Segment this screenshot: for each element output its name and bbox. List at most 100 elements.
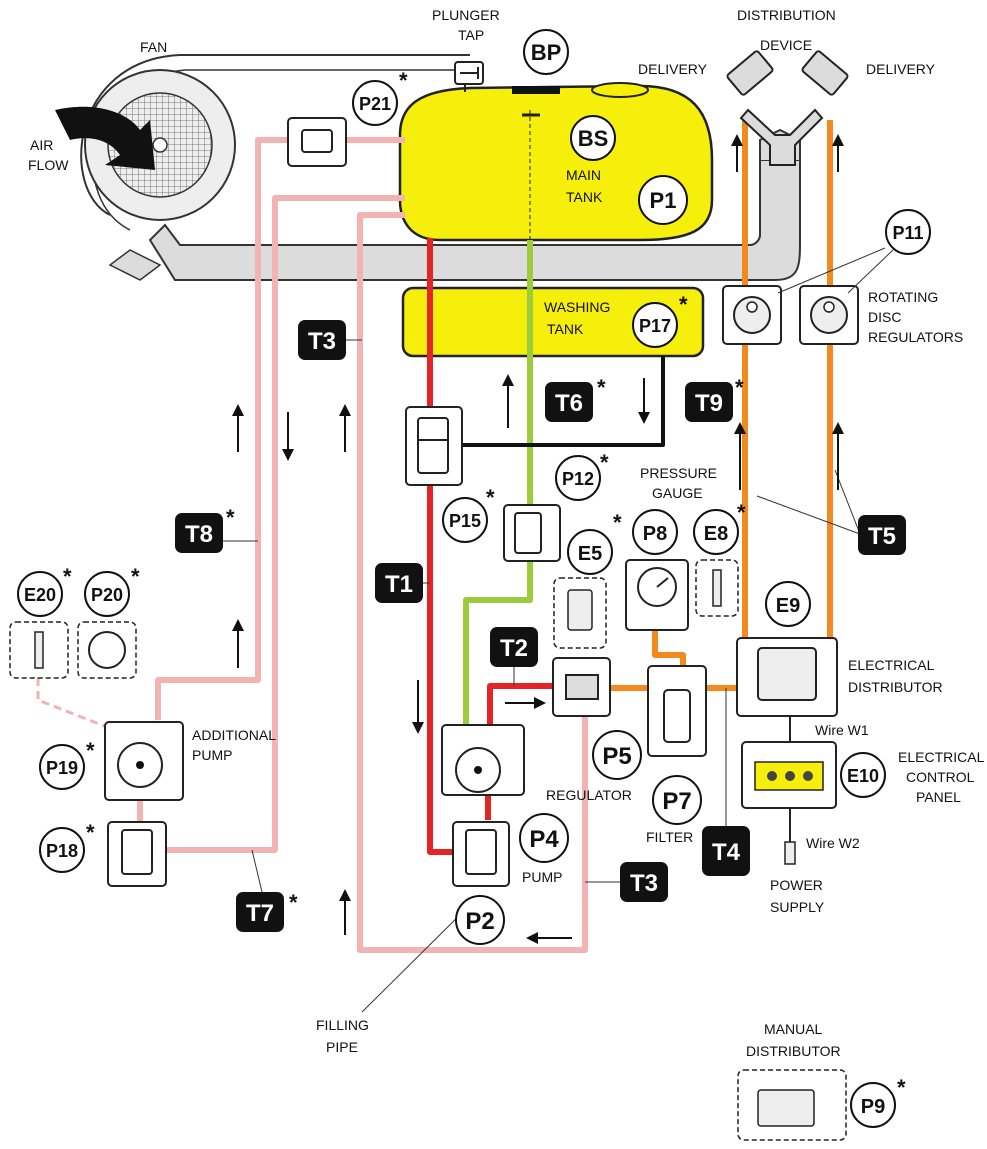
svg-text:T3: T3: [630, 870, 658, 897]
svg-text:P19: P19: [46, 758, 78, 778]
svg-text:T3: T3: [308, 328, 336, 355]
svg-text:P1: P1: [650, 188, 677, 213]
air-flow-label: AIR: [30, 137, 53, 153]
manual-distributor-label: MANUAL: [764, 1021, 823, 1037]
svg-text:P2: P2: [465, 908, 494, 935]
tag-t9: T9: [685, 382, 733, 422]
tag-leader-lines: [223, 339, 727, 893]
tag-t3-bottom: T3: [620, 862, 668, 902]
svg-text:P9: P9: [861, 1096, 885, 1118]
svg-text:P8: P8: [643, 523, 667, 545]
tag-t4: T4: [702, 826, 750, 876]
filling-pipe-label: FILLING: [316, 1017, 369, 1033]
electrical-control-label-3: PANEL: [916, 789, 961, 805]
callout-e10: E10: [840, 752, 886, 798]
tag-t5: T5: [858, 515, 906, 555]
washing-tank: [401, 286, 705, 358]
electrical-control-label: ELECTRICAL: [898, 749, 985, 765]
tag-t2: T2: [490, 627, 538, 667]
pump-label: PUMP: [522, 869, 562, 885]
rotating-label-3: REGULATORS: [868, 329, 963, 345]
p21-component: [287, 117, 347, 167]
regulator-label: REGULATOR: [546, 787, 632, 803]
svg-text:P20: P20: [91, 585, 123, 605]
p7-filter: [647, 665, 707, 757]
callout-p7: P7: [652, 775, 702, 825]
p5-regulator: [552, 657, 611, 717]
svg-text:*: *: [597, 375, 606, 400]
power-supply-label: POWER: [770, 877, 823, 893]
svg-text:*: *: [86, 738, 95, 763]
delivery-right-label: DELIVERY: [866, 61, 936, 77]
svg-text:E5: E5: [578, 543, 602, 565]
svg-text:*: *: [613, 510, 622, 535]
callout-p12: P12: [555, 455, 601, 501]
electrical-control-label-2: CONTROL: [906, 769, 975, 785]
svg-text:P4: P4: [529, 826, 559, 853]
distribution-device-label: DISTRIBUTION: [737, 7, 836, 23]
svg-text:P15: P15: [449, 511, 481, 531]
svg-text:BP: BP: [531, 40, 562, 65]
svg-text:*: *: [737, 500, 746, 525]
callout-p19: P19: [39, 744, 85, 790]
callout-p18: P18: [39, 827, 85, 873]
svg-text:*: *: [399, 68, 408, 93]
e10-control-panel: [741, 741, 837, 809]
air-flow-label-2: FLOW: [28, 157, 69, 173]
distribution-device-label-2: DEVICE: [760, 37, 812, 53]
callout-p21: P21: [352, 80, 398, 126]
manual-distributor-label-2: DISTRIBUTOR: [746, 1043, 841, 1059]
svg-text:T7: T7: [246, 900, 274, 927]
power-supply-plug: [784, 716, 796, 865]
additional-pump-label-2: PUMP: [192, 747, 232, 763]
callout-bp: BP: [523, 29, 569, 75]
callout-p1: P1: [638, 175, 688, 225]
washing-tank-label-2: TANK: [547, 321, 584, 337]
tag-t1: T1: [375, 563, 423, 603]
e20-sensor: [9, 621, 69, 679]
svg-text:E8: E8: [704, 523, 728, 545]
wire-w2-label: Wire W2: [806, 835, 860, 851]
power-supply-label-2: SUPPLY: [770, 899, 825, 915]
svg-text:*: *: [600, 450, 609, 475]
svg-text:E10: E10: [847, 766, 879, 786]
electrical-distributor-label-2: DISTRIBUTOR: [848, 679, 943, 695]
callout-p9: P9: [850, 1082, 896, 1128]
rotating-label: ROTATING: [868, 289, 938, 305]
flow-arrows: [232, 134, 844, 944]
tag-t8: T8: [175, 513, 223, 553]
p4-pump: [441, 724, 525, 796]
svg-text:T5: T5: [868, 523, 896, 550]
callout-p2: P2: [455, 895, 505, 945]
svg-text:*: *: [86, 820, 95, 845]
rotating-label-2: DISC: [868, 309, 901, 325]
callout-e8: E8: [693, 509, 739, 555]
plunger-tap-label: PLUNGER: [432, 7, 500, 23]
svg-text:*: *: [735, 375, 744, 400]
plunger-tap: [454, 61, 484, 92]
e9-electrical-distributor: [736, 637, 838, 717]
svg-text:E20: E20: [24, 585, 56, 605]
callout-p8: P8: [632, 509, 678, 555]
pipe-t6-t9-black: [462, 356, 665, 447]
callout-p11: P11: [885, 209, 931, 255]
distribution-device: [726, 50, 849, 166]
svg-text:P12: P12: [562, 469, 594, 489]
electrical-distributor-label: ELECTRICAL: [848, 657, 935, 673]
svg-text:T2: T2: [500, 635, 528, 662]
fan-unit: [80, 54, 470, 281]
delivery-left-label: DELIVERY: [638, 61, 708, 77]
svg-text:T1: T1: [385, 571, 413, 598]
washing-tank-label: WASHING: [544, 299, 610, 315]
svg-text:*: *: [679, 292, 688, 317]
main-tank-label: MAIN: [566, 167, 601, 183]
svg-text:P18: P18: [46, 841, 78, 861]
asterisks: * * * * * * * * * * * * * * *: [63, 68, 906, 1100]
svg-text:E9: E9: [776, 595, 800, 617]
p18-valve: [107, 821, 167, 887]
svg-text:*: *: [289, 890, 298, 915]
filling-pipe-label-2: PIPE: [326, 1039, 358, 1055]
callout-p20: P20: [84, 571, 130, 617]
pressure-gauge-label: PRESSURE: [640, 465, 717, 481]
